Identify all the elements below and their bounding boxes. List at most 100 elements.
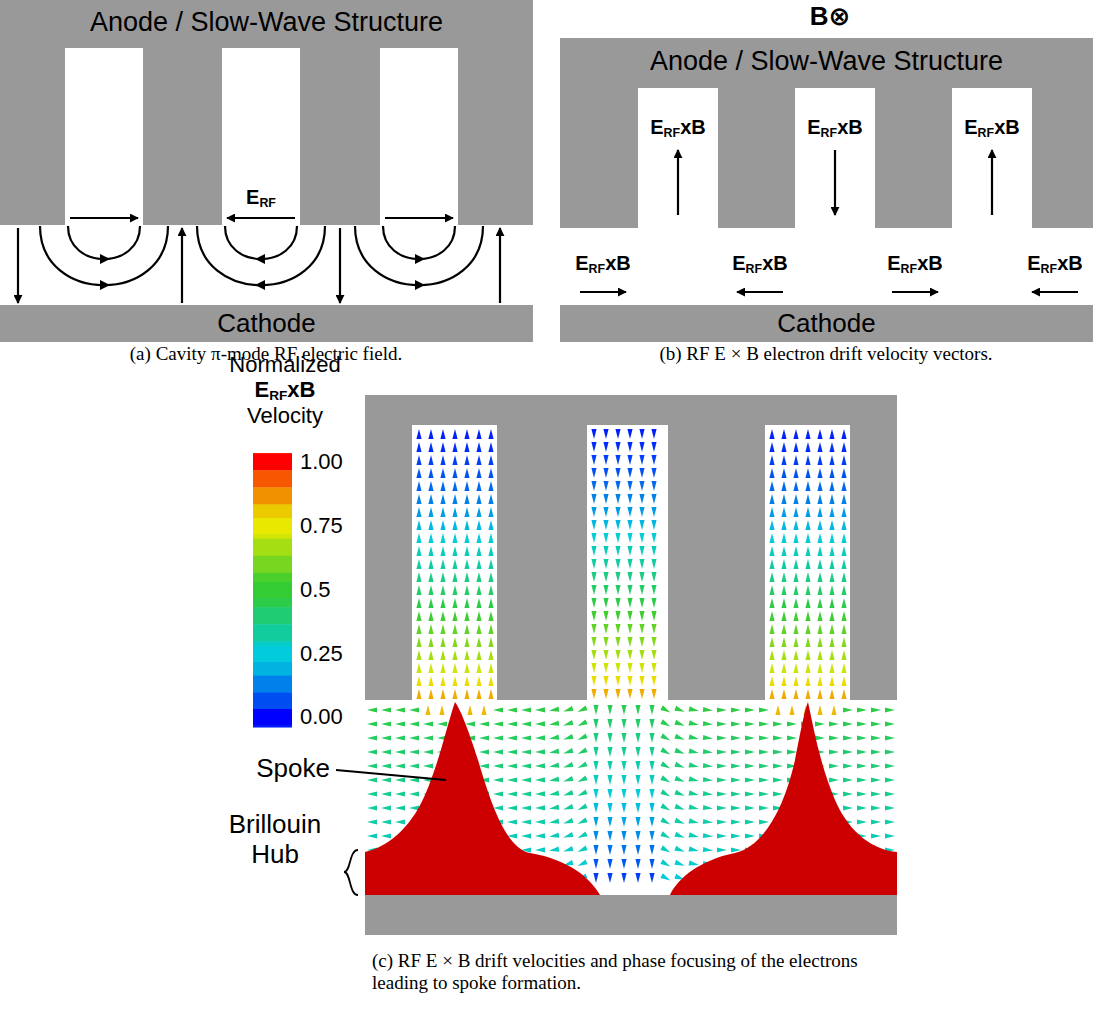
velocity-arrow <box>660 803 670 810</box>
velocity-arrow <box>805 559 810 569</box>
velocity-arrow <box>781 429 786 439</box>
velocity-arrow <box>593 789 598 799</box>
velocity-arrow <box>841 663 846 673</box>
velocity-arrow <box>621 859 626 869</box>
velocity-arrow <box>773 721 783 726</box>
velocity-arrow <box>428 585 433 595</box>
velocity-arrow <box>689 762 699 767</box>
velocity-arrow <box>651 520 656 530</box>
velocity-arrow <box>841 507 846 517</box>
velocity-arrow <box>603 442 608 452</box>
velocity-arrow <box>381 763 391 768</box>
velocity-arrow <box>649 733 654 743</box>
velocity-arrow <box>769 598 774 608</box>
velocity-arrow <box>817 559 822 569</box>
velocity-arrow <box>476 468 481 478</box>
cavity <box>222 48 300 226</box>
velocity-arrow <box>731 805 741 810</box>
velocity-arrow <box>615 455 620 465</box>
velocity-arrow <box>493 721 503 726</box>
velocity-arrow <box>639 611 644 621</box>
velocity-arrow <box>769 637 774 647</box>
cavity <box>795 88 875 229</box>
velocity-arrow <box>651 689 656 699</box>
velocity-arrow <box>649 789 654 799</box>
velocity-arrow <box>649 761 654 771</box>
velocity-arrow <box>488 585 493 595</box>
cavity <box>587 425 668 705</box>
spoke-shape <box>365 702 600 895</box>
velocity-arrow <box>603 429 608 439</box>
velocity-arrow <box>805 546 810 556</box>
velocity-arrow <box>395 791 405 796</box>
velocity-arrow <box>440 468 445 478</box>
velocity-arrow <box>649 873 654 883</box>
velocity-arrow <box>635 859 640 869</box>
velocity-arrow <box>381 721 391 726</box>
velocity-arrow <box>549 777 559 782</box>
velocity-arrow <box>717 721 727 726</box>
velocity-arrow <box>651 455 656 465</box>
velocity-arrow <box>416 624 421 634</box>
velocity-arrow <box>793 585 798 595</box>
velocity-arrow <box>593 859 598 869</box>
velocity-arrow <box>651 650 656 660</box>
velocity-arrow <box>731 721 741 726</box>
velocity-arrow <box>651 598 656 608</box>
velocity-arrow <box>857 763 867 768</box>
velocity-arrow <box>829 676 834 686</box>
velocity-arrow <box>660 719 670 726</box>
velocity-arrow <box>689 804 699 809</box>
velocity-arrow <box>660 789 670 796</box>
velocity-arrow <box>817 442 822 452</box>
anode-block <box>560 38 1093 228</box>
velocity-arrow <box>769 676 774 686</box>
velocity-arrow <box>769 429 774 439</box>
velocity-arrow <box>829 494 834 504</box>
anode-block <box>0 0 533 225</box>
velocity-arrow <box>871 735 881 740</box>
velocity-arrow <box>787 721 797 726</box>
velocity-arrow <box>476 624 481 634</box>
velocity-arrow <box>871 805 881 810</box>
velocity-arrow <box>635 775 640 785</box>
velocity-arrow <box>674 762 684 768</box>
velocity-arrow <box>615 494 620 504</box>
velocity-arrow <box>871 819 881 824</box>
velocity-arrow <box>521 763 531 768</box>
panel-caption: (c) RF E × B drift velocities and phase … <box>372 950 892 994</box>
velocity-arrow <box>871 721 881 726</box>
velocity-arrow <box>793 598 798 608</box>
velocity-arrow <box>793 442 798 452</box>
velocity-arrow <box>440 637 445 647</box>
velocity-arrow <box>781 468 786 478</box>
velocity-arrow <box>627 468 632 478</box>
velocity-arrow <box>805 442 810 452</box>
velocity-arrow <box>440 585 445 595</box>
velocity-arrow <box>689 860 699 865</box>
velocity-arrow <box>805 494 810 504</box>
velocity-arrow <box>615 663 620 673</box>
velocity-arrow <box>717 707 727 712</box>
velocity-arrow <box>841 611 846 621</box>
structure-label: Anode / Slow-Wave Structure <box>90 8 443 38</box>
velocity-arrow <box>367 735 377 740</box>
velocity-arrow <box>841 468 846 478</box>
velocity-arrow <box>857 805 867 810</box>
velocity-arrow <box>440 507 445 517</box>
velocity-arrow <box>507 819 517 824</box>
velocity-arrow <box>817 676 822 686</box>
velocity-arrow <box>649 859 654 869</box>
velocity-arrow <box>603 650 608 660</box>
velocity-arrow <box>689 846 699 851</box>
velocity-arrow <box>591 559 596 569</box>
velocity-arrow <box>829 749 839 754</box>
velocity-arrow <box>440 611 445 621</box>
velocity-arrow <box>607 845 612 855</box>
velocity-arrow <box>731 777 741 782</box>
velocity-arrow <box>829 468 834 478</box>
legend-tick-label: 1.00 <box>300 449 343 474</box>
cavity <box>638 88 718 229</box>
velocity-arrow <box>488 533 493 543</box>
velocity-arrow <box>440 533 445 543</box>
